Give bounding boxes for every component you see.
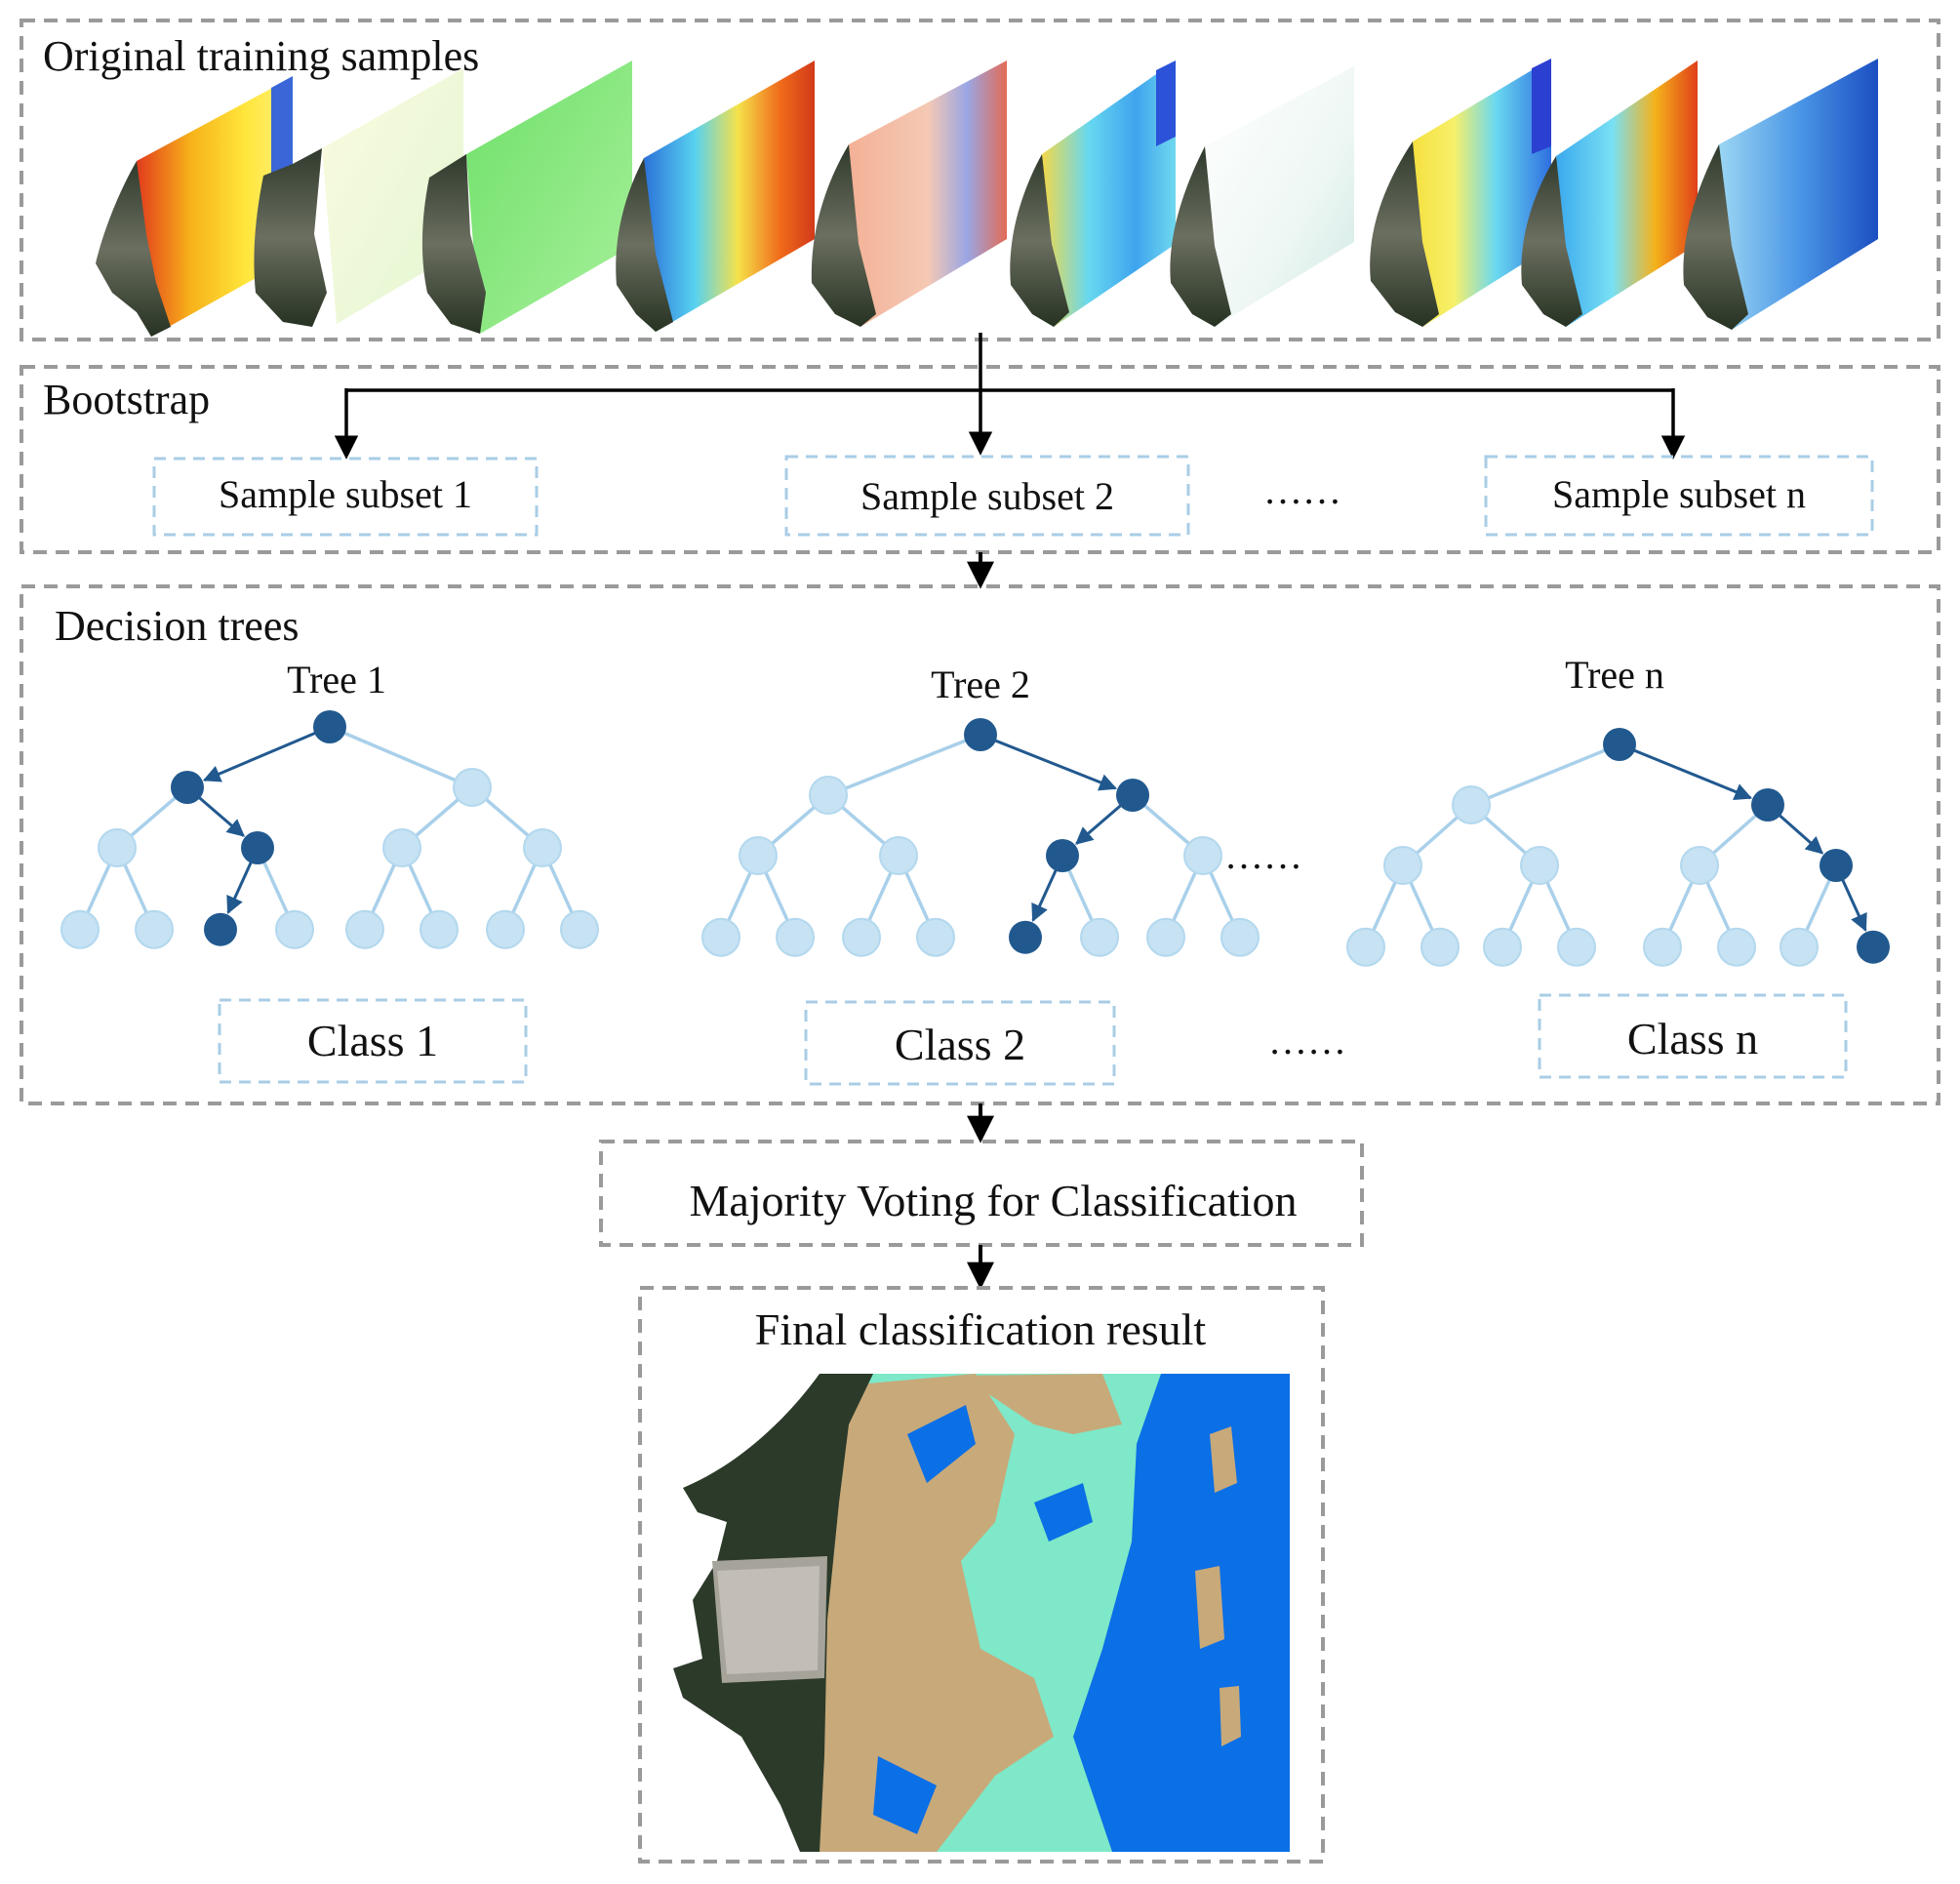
feature-layer-7 — [1170, 66, 1354, 327]
tree-node-active — [964, 718, 997, 751]
tree-node — [1717, 927, 1756, 967]
tree-node-active — [313, 710, 346, 743]
tree-node — [1220, 917, 1260, 957]
feature-layer-10 — [1683, 59, 1878, 330]
decision-trees-title: Decision trees — [55, 602, 299, 650]
bootstrap-split-arrows — [334, 333, 1686, 460]
feature-layer-stack — [96, 59, 1878, 337]
sample-subset-1: Sample subset 1 — [152, 457, 539, 537]
tree-node — [420, 909, 459, 949]
tree-node — [809, 776, 848, 815]
class-n-label: Class n — [1627, 1014, 1758, 1063]
sample-subset-n-label: Sample subset n — [1552, 472, 1806, 516]
decision-tree-n — [1346, 728, 1890, 967]
tree-node — [1780, 927, 1819, 967]
original-samples-title: Original training samples — [43, 32, 479, 80]
tree-node — [879, 836, 918, 875]
tree-node — [560, 909, 599, 949]
tree-node — [275, 909, 314, 949]
feature-layer-9 — [1521, 60, 1698, 327]
tree-node — [842, 917, 881, 957]
feature-layer-8 — [1370, 59, 1551, 327]
final-result-title: Final classification result — [755, 1304, 1207, 1354]
tree-2-label: Tree 2 — [931, 662, 1030, 706]
classification-map — [673, 1374, 1290, 1852]
tree-node — [486, 909, 525, 949]
tree-node — [1183, 836, 1222, 875]
feature-layer-5 — [811, 60, 1007, 327]
classes-ellipsis: …… — [1268, 1019, 1346, 1062]
tree-node-active — [1820, 849, 1853, 882]
tree-node — [1643, 927, 1682, 967]
class-2-box: Class 2 — [804, 1000, 1116, 1086]
tree-edge-active — [202, 725, 331, 782]
tree-1-label: Tree 1 — [287, 658, 386, 701]
bootstrap-title: Bootstrap — [43, 376, 210, 423]
tree-node-active — [1116, 779, 1149, 812]
tree-node — [60, 909, 100, 949]
bootstrap-ellipsis: …… — [1263, 468, 1341, 512]
tree-node — [382, 828, 421, 867]
tree-node — [1080, 917, 1119, 957]
sample-subset-2: Sample subset 2 — [784, 455, 1190, 537]
tree-node — [701, 917, 740, 957]
tree-node — [916, 917, 955, 957]
feature-layer-4 — [616, 60, 815, 332]
tree-n-label: Tree n — [1565, 653, 1664, 697]
tree-node — [453, 768, 492, 807]
tree-node — [1483, 927, 1522, 967]
tree-node — [1420, 927, 1460, 967]
tree-node-active — [1751, 788, 1784, 822]
tree-edge — [827, 733, 981, 797]
feature-layer-1 — [96, 76, 293, 337]
tree-node — [345, 909, 384, 949]
class-n-box: Class n — [1538, 993, 1848, 1079]
decision-tree-1 — [60, 710, 599, 949]
tree-node — [739, 836, 778, 875]
tree-node — [1383, 846, 1422, 885]
tree-edge — [329, 725, 473, 789]
tree-edge — [1470, 742, 1620, 807]
tree-node — [98, 828, 137, 867]
tree-node — [1346, 927, 1385, 967]
sample-subset-2-label: Sample subset 2 — [860, 474, 1114, 518]
tree-node-active — [1603, 728, 1636, 761]
tree-node-active — [171, 771, 204, 804]
tree-node-active — [1009, 920, 1042, 954]
class-1-box: Class 1 — [218, 998, 528, 1084]
class-1-label: Class 1 — [307, 1016, 438, 1065]
tree-node-active — [1046, 839, 1079, 872]
final-result-frame — [638, 1286, 1325, 1864]
tree-edge-active — [980, 733, 1118, 791]
tree-node-active — [241, 831, 274, 864]
trees-ellipsis: …… — [1224, 833, 1302, 877]
majority-voting-label: Majority Voting for Classification — [689, 1176, 1297, 1225]
sample-subset-1-label: Sample subset 1 — [219, 472, 472, 516]
tree-node — [1520, 846, 1559, 885]
tree-node — [1680, 846, 1719, 885]
tree-node — [1452, 785, 1491, 824]
tree-edge-active — [1619, 742, 1753, 801]
sample-subset-n: Sample subset n — [1484, 455, 1874, 537]
tree-node-active — [1857, 930, 1890, 964]
tree-node — [1146, 917, 1185, 957]
tree-node — [1557, 927, 1596, 967]
feature-layer-6 — [1010, 60, 1176, 327]
decision-tree-2 — [701, 718, 1260, 957]
feature-layer-3 — [421, 60, 632, 334]
class-2-label: Class 2 — [895, 1020, 1025, 1069]
tree-node-active — [204, 912, 237, 946]
tree-node — [135, 909, 174, 949]
tree-node — [523, 828, 562, 867]
tree-node — [776, 917, 815, 957]
